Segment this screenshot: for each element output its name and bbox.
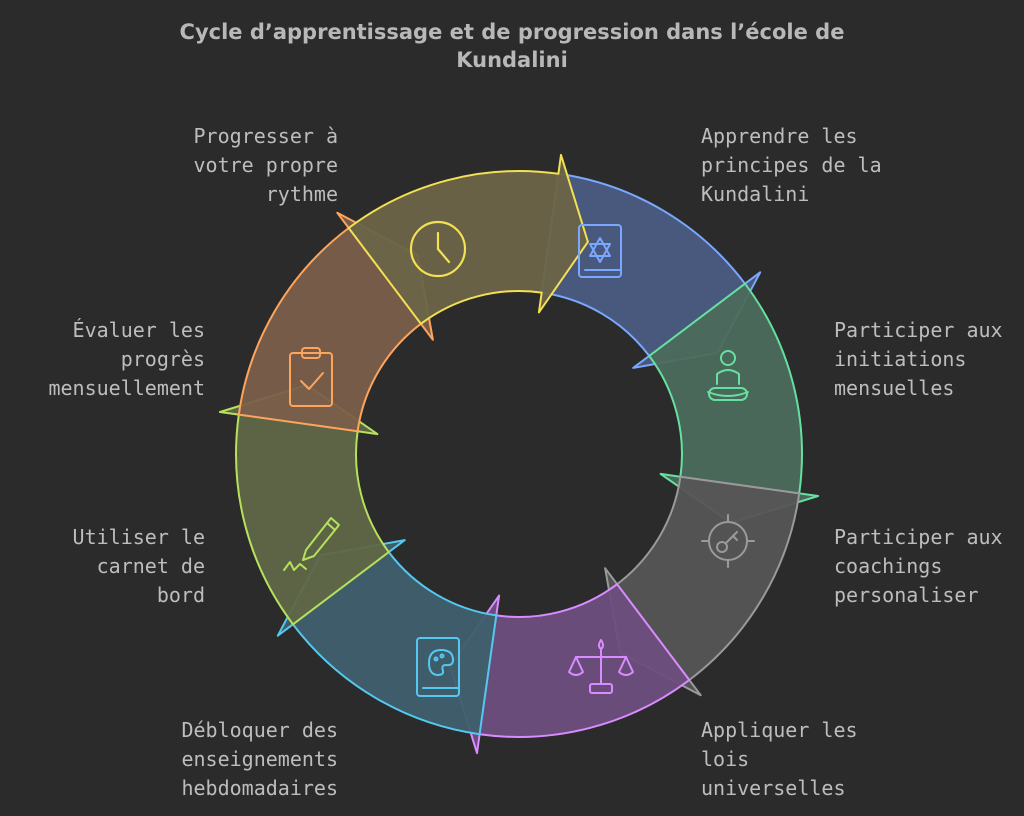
title-line-2: Kundalini (456, 48, 568, 72)
step-label-own-pace: Progresser à votre propre rythme (193, 124, 339, 206)
step-label-learn-principles: Apprendre les principes de la Kundalini (701, 124, 882, 206)
pen-writing-icon (283, 517, 340, 571)
clock-icon (409, 220, 467, 278)
step-label-logbook: Utiliser le carnet de bord (72, 525, 205, 607)
diagram-title: Cycle d’apprentissage et de progression … (112, 18, 912, 74)
star-of-david-book-icon (578, 224, 622, 278)
cycle-segment-initiations (648, 282, 820, 524)
balance-scale-icon (568, 639, 634, 694)
clipboard-check-icon (289, 347, 333, 407)
title-line-1: Cycle d’apprentissage et de progression … (179, 20, 845, 44)
meditation-person-icon (707, 350, 749, 401)
step-label-monthly-initiations: Participer aux initiations mensuelles (834, 318, 1003, 400)
step-label-universal-laws: Appliquer les lois universelles (701, 718, 858, 800)
art-book-icon (416, 637, 460, 697)
cycle-segments (218, 153, 820, 755)
step-label-personal-coaching: Participer aux coachings personaliser (834, 525, 1003, 607)
step-label-monthly-evaluation: Évaluer les progrès mensuellement (48, 318, 205, 400)
cycle-segment-pace (347, 153, 589, 325)
target-key-icon (701, 514, 755, 568)
step-label-weekly-teachings: Débloquer des enseignements hebdomadaire… (181, 718, 338, 800)
cycle-segment-logbook (218, 384, 390, 626)
